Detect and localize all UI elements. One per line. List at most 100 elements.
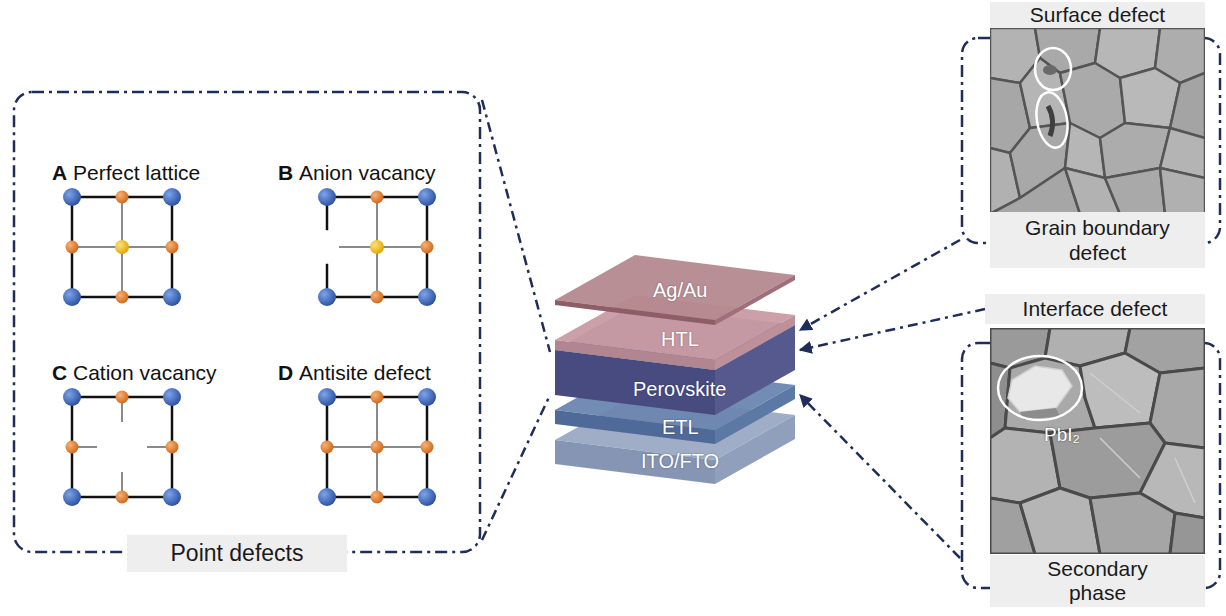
text-slot: B: [278, 160, 293, 185]
sem-secondary-image-part-part: [1008, 366, 1072, 412]
panel-outlines: [14, 38, 1220, 588]
lattice-antisite-part: [327, 397, 427, 497]
lattice-cation-vacancy-part-part: [163, 488, 181, 506]
sem-secondary-image-part-part: [990, 328, 1205, 554]
text-slot: D: [278, 360, 293, 385]
sem-secondary-image-part-part-part: [1080, 353, 1160, 428]
sem-surface-image-part-part: [990, 28, 1205, 214]
secondary-panel-outline: [962, 343, 1220, 588]
lattice-perfect-part-part: [163, 188, 181, 206]
panel-title: Antisite defect: [299, 360, 431, 385]
lattice-cation-vacancy-part-part: [63, 488, 81, 506]
sem-surface-image-part-part: [1048, 106, 1053, 136]
sem-surface-image-part-part: [1043, 65, 1057, 75]
lattice-anion-vacancy-part-part: [418, 288, 436, 306]
panel-letter: A: [52, 160, 67, 185]
point-defect-outline: [14, 92, 480, 552]
lattice-anion-vacancy-part: [339, 197, 427, 297]
panel-label: Surface defect: [990, 2, 1205, 28]
lattice-perfect-part: [66, 191, 179, 304]
sem-surface-image-part-part-part: [1160, 168, 1205, 214]
text-slot: ITO/FTO: [641, 449, 719, 473]
layer-label: ETL: [662, 415, 699, 439]
layer-label: ITO/FTO: [641, 449, 719, 473]
lattice-perfect-part-part: [63, 188, 81, 206]
sem-secondary-image-part-part-part: [1100, 438, 1140, 478]
lattice-cation-vacancy-part-part: [166, 441, 179, 454]
text-slot: Interface defect: [985, 294, 1205, 324]
lattice-cation-vacancy-part: [63, 388, 181, 506]
lattice-antisite-part-part: [371, 491, 384, 504]
sem-surface-image-part: [990, 28, 1205, 214]
text-slot: Surface defect: [990, 2, 1205, 28]
layer-top-face: [555, 255, 795, 320]
text-slot: ETL: [662, 415, 699, 439]
layer-label: Perovskite: [633, 377, 726, 401]
text-slot: C: [52, 360, 67, 385]
panel-letter: B: [278, 160, 293, 185]
sem-secondary-image-part-part: [1090, 373, 1195, 503]
sem-secondary-image-part: [990, 328, 1205, 554]
sem-secondary-image-part-part-part: [1175, 458, 1195, 503]
lattice-antisite-part: [327, 397, 427, 497]
lattice-antisite-part-part: [318, 488, 336, 506]
text-slot: Point defects: [127, 535, 347, 572]
leader-arrow: [800, 395, 960, 558]
lattice-antisite-part-part: [318, 388, 336, 406]
panel-label: Point defects: [127, 535, 347, 572]
lattice-perfect-part: [115, 240, 129, 254]
lattice-cation-vacancy-part-part: [163, 388, 181, 406]
lattice-antisite: [318, 388, 436, 506]
lattice-antisite-part-part: [321, 441, 334, 454]
text-slot: Perfect lattice: [73, 160, 200, 185]
lattice-cation-vacancy-part-part: [116, 491, 129, 504]
sem-surface-image-part-part-part: [1105, 168, 1165, 214]
panel-letter: C: [52, 360, 67, 385]
sem-secondary-image-part-part-part: [1090, 373, 1140, 413]
lattice-anion-vacancy-part-part: [318, 188, 336, 206]
lattice-cation-vacancy-part-part: [63, 388, 81, 406]
lattice-perfect-part-part: [116, 191, 129, 204]
lattice-anion-vacancy-part-part: [418, 188, 436, 206]
lattice-antisite-part-part: [418, 488, 436, 506]
lattice-anion-vacancy-part-part: [421, 241, 434, 254]
lattice-perfect-part: [63, 188, 181, 306]
text-slot: Anion vacancy: [299, 160, 436, 185]
sem-surface-image: [990, 28, 1205, 214]
phase-label: PbI₂: [1044, 424, 1080, 447]
panel-title: Perfect lattice: [73, 160, 200, 185]
defect-tag: Interface defect: [985, 294, 1205, 324]
lattice-anion-vacancy-part-part: [371, 191, 384, 204]
sem-secondary-image-part-part: [998, 356, 1082, 420]
sem-secondary-image-part-part-part: [1170, 513, 1205, 554]
lattice-antisite-part-part: [371, 441, 384, 454]
lattice-anion-vacancy-part: [327, 197, 427, 297]
lattice-anion-vacancy: [318, 188, 436, 306]
lattice-cation-vacancy-part-part: [66, 441, 79, 454]
lattice-cation-vacancy-part: [72, 397, 172, 497]
text-slot: HTL: [661, 327, 699, 351]
panel-title: Cation vacancy: [73, 360, 217, 385]
text-slot: Ag/Au: [653, 278, 707, 302]
sem-secondary-image-part-part-part: [1020, 488, 1100, 554]
sem-panel: Surface defectGrain boundary defect: [960, 0, 1222, 276]
lattice-perfect-part-part: [63, 288, 81, 306]
text-slot: Grain boundary defect: [990, 212, 1205, 268]
lattice-perfect-part-part: [163, 288, 181, 306]
panel-label: Secondary phase: [990, 555, 1205, 607]
panel-title: Anion vacancy: [299, 160, 436, 185]
layer-slab: Ag/Au: [550, 253, 800, 329]
sem-surface-image-part-part-part: [1032, 90, 1071, 150]
lattice-cation-vacancy-part: [66, 391, 179, 504]
lattice-anion-vacancy-part-part: [318, 288, 336, 306]
lattice-antisite-part-part: [371, 391, 384, 404]
text-slot: Perovskite: [633, 377, 726, 401]
lattice-anion-vacancy-part: [370, 240, 384, 254]
text-slot: PbI₂: [1044, 424, 1080, 447]
sem-secondary-image-part-part: [990, 328, 1205, 554]
leader-arrow: [482, 395, 550, 540]
layer-label: HTL: [661, 327, 699, 351]
lattice-perfect-part-part: [166, 241, 179, 254]
